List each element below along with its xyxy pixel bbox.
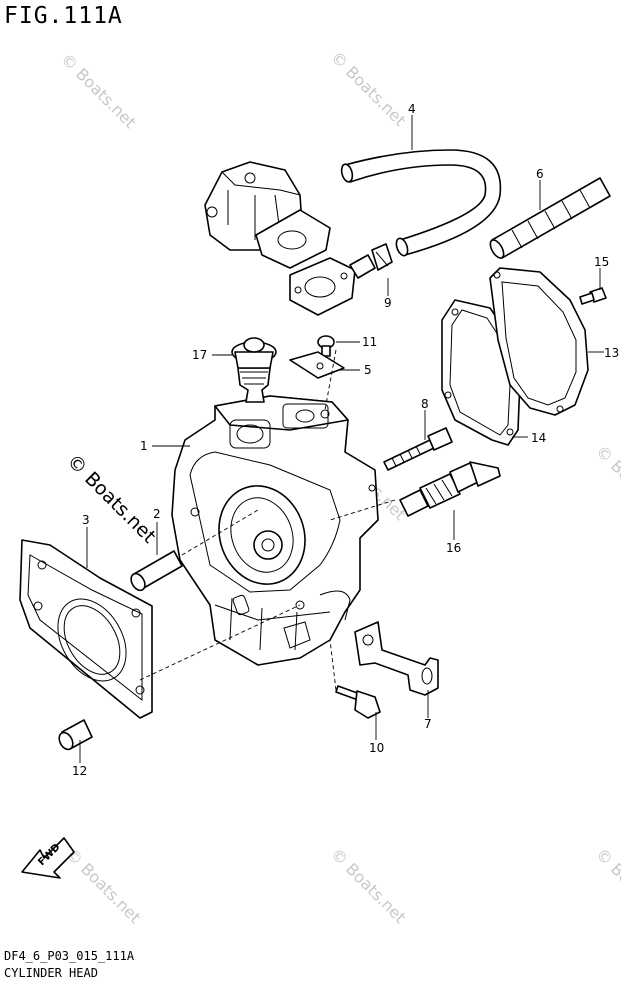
watermark-text: © Boats.net bbox=[592, 441, 621, 523]
leader-lines bbox=[79, 115, 604, 763]
watermark-text: © Boats.net bbox=[327, 844, 409, 926]
callout-6: 6 bbox=[536, 167, 544, 181]
callout-13: 13 bbox=[604, 346, 619, 360]
part-12-sleeve bbox=[58, 719, 93, 751]
part-2-dowel-pin bbox=[130, 550, 183, 592]
watermark-text: © Boats.net bbox=[327, 47, 409, 129]
callout-15: 15 bbox=[594, 255, 609, 269]
part-16-spark-plug bbox=[399, 461, 501, 517]
part-11-screw bbox=[317, 335, 335, 357]
part-7-bracket bbox=[354, 621, 439, 696]
fwd-arrow-icon: FWD bbox=[21, 837, 75, 879]
callout-numbers: 1 2 3 4 5 6 7 8 9 10 11 12 13 14 15 16 1… bbox=[72, 102, 619, 778]
thermostat-cover bbox=[204, 161, 331, 269]
callout-8: 8 bbox=[421, 397, 429, 411]
part-5-plate bbox=[289, 351, 345, 379]
part-17-thermostat bbox=[231, 337, 277, 403]
watermark-text: © Boats.net bbox=[57, 49, 139, 131]
callout-7: 7 bbox=[424, 717, 432, 731]
figure-name: CYLINDER HEAD bbox=[4, 966, 98, 980]
callout-14: 14 bbox=[531, 431, 546, 445]
callout-9: 9 bbox=[384, 296, 392, 310]
callout-5: 5 bbox=[364, 363, 372, 377]
watermark-text: © Boats.net bbox=[62, 844, 144, 926]
callout-10: 10 bbox=[369, 741, 384, 755]
callout-2: 2 bbox=[153, 507, 161, 521]
part-3-head-gasket bbox=[19, 539, 153, 719]
watermark-text: © Boats.net bbox=[592, 844, 621, 926]
part-1-cylinder-head bbox=[171, 395, 379, 666]
part-6-sleeve bbox=[489, 177, 611, 259]
part-8-stud bbox=[383, 427, 453, 471]
figure-code: DF4_6_P03_015_111A bbox=[4, 949, 135, 963]
watermark-text-dark: © Boats.net bbox=[62, 450, 160, 548]
part-9-clamp-gasket bbox=[289, 243, 393, 316]
callout-4: 4 bbox=[408, 102, 416, 116]
callout-3: 3 bbox=[82, 513, 90, 527]
callout-11: 11 bbox=[362, 335, 377, 349]
figure-title: FIG.111A bbox=[4, 3, 123, 29]
part-10-bolt bbox=[335, 685, 381, 719]
part-13-cover bbox=[489, 267, 589, 416]
part-4-hose bbox=[340, 149, 502, 257]
callout-16: 16 bbox=[446, 541, 461, 555]
callout-12: 12 bbox=[72, 764, 87, 778]
callout-1: 1 bbox=[140, 439, 148, 453]
callout-17: 17 bbox=[192, 348, 207, 362]
part-15-bolt bbox=[579, 287, 607, 305]
